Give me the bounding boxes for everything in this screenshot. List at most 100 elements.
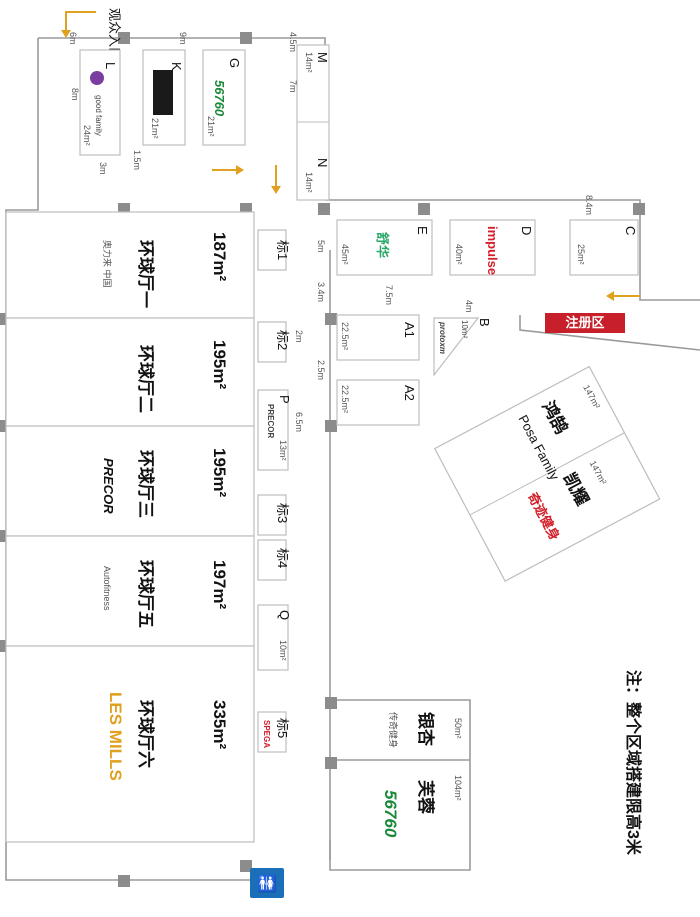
bottom-logo: 56760 [381,790,400,838]
small-booths: 标1 标2 P PRECOR 13m² 标3 标4 Q 10m² 标5 SPEG… [257,229,292,753]
booth-A1: A1 22.5m² [336,314,420,361]
hall-3: 195m² 环球厅三 PRECOR [5,425,255,537]
booth-area: 10m² [460,320,469,339]
good-family-logo-icon [90,71,104,85]
booth-area: 45m² [340,244,350,265]
booth-id: N [315,158,330,167]
booth-E: E 舒华 45m² [336,219,433,276]
entrance-arrow [61,11,96,38]
hall-logo: 奥力来 中国 [102,240,113,288]
hall-name: 环球厅五 [136,560,155,628]
booth-area: 22.5m² [340,385,350,413]
booth-area: 25m² [576,244,586,265]
booth-id: M [315,52,330,63]
booth-logo: PRECOR [266,404,275,438]
booth-K: K 21m² [142,49,186,146]
dim-label: 4m [464,300,474,313]
dim-label: 8.4m [584,195,594,215]
dim-label: 2.5m [316,360,326,380]
dim-label: 5m [316,240,326,253]
booth-logo: SPEGA [262,720,271,748]
hall-name: 环球厅三 [136,450,155,518]
booth-id: E [415,226,430,235]
booth-id: Q [277,610,292,620]
booth-D: D impulse 40m² [449,219,536,276]
dimension-labels: 6m 9m 4.5m 7m 8m 3m 1.5m 5m 3.4m 7.5m 4m… [68,32,594,432]
dim-label: 7m [288,80,298,93]
dim-label: 2m [294,330,304,343]
outer-walls [5,37,700,881]
toilet-icon: 🚻 [257,874,277,893]
height-limit-note: 注：整个区域搭建限高3米 [624,670,643,856]
dim-label: 1.5m [132,150,142,170]
booth-id: D [519,226,534,235]
booth-L: L good family 24m² [79,49,121,156]
dim-label: 3.4m [316,282,326,302]
dim-label: 7.5m [384,285,394,305]
booth-logo: 舒华 [375,232,390,258]
booth-id: B [477,318,492,327]
booth-C: C 25m² [569,219,639,276]
booth-id: 标3 [275,503,290,523]
booth-logo: protoxm [438,321,447,354]
hall-area: 195m² [210,448,229,497]
booth-A2: A2 22.5m² [336,379,420,426]
booth-area: 14m² [304,52,314,73]
booth-id: 标2 [275,330,290,350]
register-label: 注册区 [565,315,604,330]
flow-arrows [212,165,640,301]
booth-id: 标1 [275,240,290,260]
hall-1: 187m² 环球厅一 奥力来 中国 [5,211,255,319]
bottom-name: 银杏 [416,712,436,746]
hall-area: 195m² [210,340,229,389]
hall-name: 环球厅六 [136,700,156,768]
hall-name: 环球厅一 [136,240,155,308]
bottom-booths: 银杏 50m² 传奇健身 芙蓉 104m² 56760 [381,712,463,838]
booth-area: 24m² [82,125,92,146]
diagonal-booths: 鸿鹄 147m² Posa Family 凯耀 147m² 奇迹健身 [433,365,661,582]
booth-id: 标5 [275,718,290,738]
hall-logo: LES MILLS [106,692,125,781]
booth-area: 14m² [304,172,314,193]
top-entrance-label: 观众入口 [107,8,122,60]
booth-B: B 10m² protoxm [433,317,492,377]
bottom-name: 芙蓉 [416,780,436,814]
dim-label: 6m [68,32,78,45]
booth-id: A1 [402,322,417,338]
hall-2: 195m² 环球厅二 [5,317,255,427]
hall-logo: PRECOR [101,458,116,514]
booth-id: A2 [402,385,417,401]
booth-logo: impulse [485,226,500,275]
booth-id: C [623,226,638,235]
booth-area: 13m² [278,440,288,461]
bottom-logo: 传奇健身 [388,712,399,748]
dim-label: 9m [178,32,188,45]
booth-id: 标4 [275,548,290,568]
booth-id: L [103,62,118,69]
booth-area: 21m² [206,116,216,137]
booth-area: 10m² [278,640,288,661]
hall-area: 335m² [210,700,229,749]
dim-label: 6.5m [294,412,304,432]
bottom-area: 50m² [453,718,463,739]
hall-area: 187m² [210,232,229,281]
dim-label: 3m [98,162,108,175]
booth-area: 21m² [150,118,160,139]
dim-label: 8m [70,88,80,101]
booth-area: 22.5m² [340,322,350,350]
hall-6: 335m² 环球厅六 LES MILLS [5,645,255,843]
booth-area: 40m² [454,244,464,265]
hall-logo: Autofitness [102,566,112,611]
booth-logo: 56760 [212,80,227,117]
booth-G: G 56760 21m² [202,49,246,146]
toilet: 🚻 [250,868,284,898]
dim-label: 4.5m [288,32,298,52]
booth-id: K [169,62,184,71]
bottom-area: 104m² [453,775,463,801]
hall-5: 197m² 环球厅五 Autofitness [5,535,255,647]
booth-M-N: M 14m² N 14m² [296,44,330,201]
booth-logo: good family [94,95,103,136]
booth-id: G [227,58,242,68]
register-area: 注册区 [545,313,625,333]
